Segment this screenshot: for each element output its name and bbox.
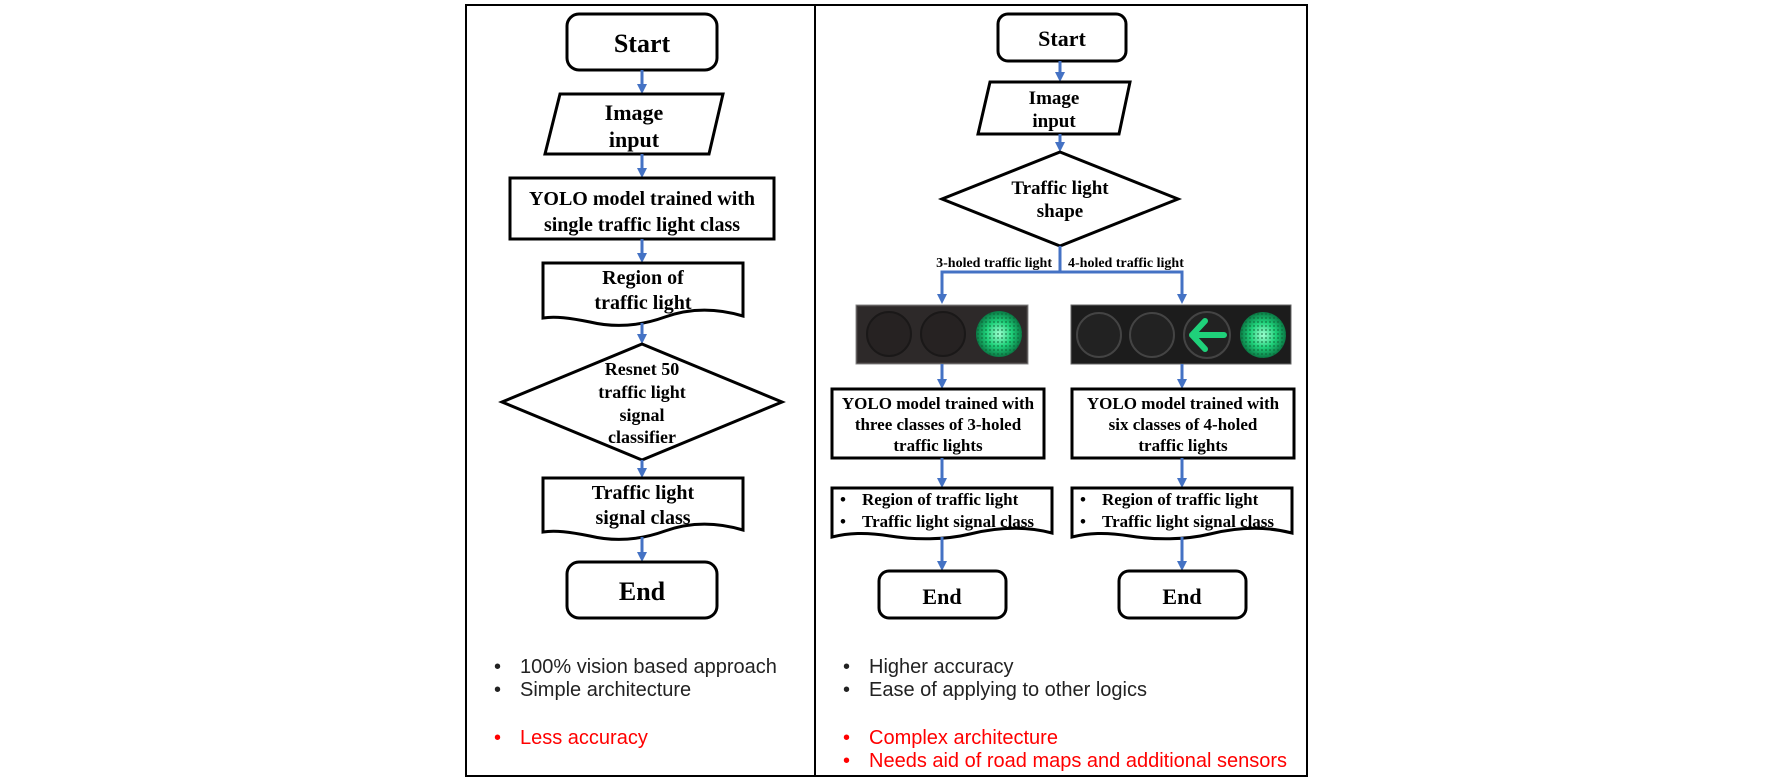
four-holed-traffic-light-icon xyxy=(1070,304,1292,365)
branch-label-4-holed: 4-holed traffic light xyxy=(1068,256,1184,271)
bullet: • xyxy=(494,727,501,749)
right-end-label-4: End xyxy=(1162,584,1201,609)
three-holed-traffic-light-icon xyxy=(855,304,1029,365)
right-yolo-3-process xyxy=(830,387,1046,460)
left-signal-class-line2: signal class xyxy=(595,507,690,529)
right-shape-decision xyxy=(937,150,1183,248)
right-output-3-item2: Traffic light signal class xyxy=(862,512,1034,531)
right-image-input-line2: input xyxy=(1032,111,1076,132)
right-yolo-4-line3: traffic lights xyxy=(1138,436,1228,455)
left-end-terminal xyxy=(565,560,719,620)
branch-label-3-holed: 3-holed traffic light xyxy=(936,256,1052,271)
left-start-label: Start xyxy=(614,29,671,58)
bullet: • xyxy=(843,727,850,749)
right-yolo-3-line1: YOLO model trained with xyxy=(842,394,1035,413)
right-yolo-4-process xyxy=(1070,387,1296,460)
left-resnet-line4: classifier xyxy=(608,427,676,447)
left-yolo-process xyxy=(508,176,776,241)
bullet: • xyxy=(1080,490,1086,509)
right-output-4-item2: Traffic light signal class xyxy=(1102,512,1274,531)
bullet: • xyxy=(494,679,501,701)
right-start-label: Start xyxy=(1038,26,1086,51)
right-output-4-item1: Region of traffic light xyxy=(1102,490,1259,509)
right-yolo-4-line2: six classes of 4-holed xyxy=(1109,415,1258,434)
right-end-label-3: End xyxy=(922,584,961,609)
left-image-input-line1: Image xyxy=(605,100,664,125)
bullet: • xyxy=(843,656,850,678)
right-flowchart: Start Image input Traffic light shape 3-… xyxy=(830,12,1296,620)
outer-frame xyxy=(465,4,1308,777)
left-flowchart: Start Image input YOLO model trained wit… xyxy=(498,12,786,620)
right-shape-line2: shape xyxy=(1037,201,1083,222)
right-start-terminal xyxy=(996,12,1128,63)
left-region-document xyxy=(541,261,745,327)
right-pro-1: Higher accuracy xyxy=(869,656,1014,678)
right-pro-2: Ease of applying to other logics xyxy=(869,679,1147,701)
left-region-line2: traffic light xyxy=(594,292,692,314)
left-resnet-line3: signal xyxy=(619,405,664,425)
right-output-3-item1: Region of traffic light xyxy=(862,490,1019,509)
left-pro-1: 100% vision based approach xyxy=(520,656,777,678)
left-resnet-line1: Resnet 50 xyxy=(605,359,680,379)
left-yolo-line1: YOLO model trained with xyxy=(529,188,755,210)
left-region-line1: Region of xyxy=(602,267,684,289)
branch-arrow-3-holed xyxy=(937,246,1062,304)
bullet: • xyxy=(840,490,846,509)
right-end-terminal-3 xyxy=(877,569,1008,620)
left-image-input-shape xyxy=(543,92,725,156)
right-shape-line1: Traffic light xyxy=(1011,178,1109,199)
left-signal-class-line1: Traffic light xyxy=(592,482,695,504)
bullet: • xyxy=(494,656,501,678)
right-end-terminal-4 xyxy=(1117,569,1248,620)
right-notes: • Higher accuracy • Ease of applying to … xyxy=(843,656,1287,772)
bullet: • xyxy=(1080,512,1086,531)
bullet: • xyxy=(843,750,850,772)
left-notes: • 100% vision based approach • Simple ar… xyxy=(494,656,777,749)
left-pro-2: Simple architecture xyxy=(520,679,691,701)
left-resnet-line2: traffic light xyxy=(598,382,685,402)
right-con-2: Needs aid of road maps and additional se… xyxy=(869,750,1287,772)
right-yolo-3-line2: three classes of 3-holed xyxy=(855,415,1022,434)
right-image-input-shape xyxy=(976,80,1132,136)
right-yolo-4-line1: YOLO model trained with xyxy=(1087,394,1280,413)
bullet: • xyxy=(840,512,846,531)
right-image-input-line1: Image xyxy=(1029,88,1080,109)
left-arrow-signal-icon xyxy=(1189,318,1227,352)
left-yolo-line2: single traffic light class xyxy=(544,214,740,236)
left-end-label: End xyxy=(619,577,666,606)
right-yolo-3-line3: traffic lights xyxy=(893,436,983,455)
left-image-input-line2: input xyxy=(609,127,660,152)
left-con-1: Less accuracy xyxy=(520,727,648,749)
branch-arrow-4-holed xyxy=(1060,270,1187,304)
right-con-1: Complex architecture xyxy=(869,727,1058,749)
left-signal-class-document xyxy=(541,476,745,541)
bullet: • xyxy=(843,679,850,701)
